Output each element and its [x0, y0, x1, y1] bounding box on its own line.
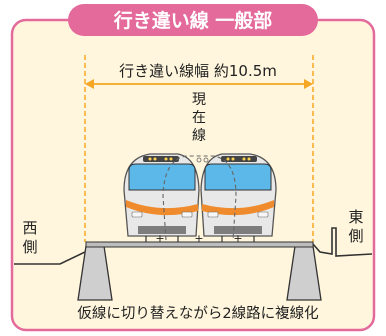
train-right [200, 153, 277, 242]
width-label: 行き違い線幅 約10.5m [119, 62, 277, 80]
header-title: 行き違い線 一般部 [113, 9, 273, 32]
west-label-char-1: 西 [22, 219, 37, 237]
train-left [123, 153, 200, 242]
west-label-char-2: 側 [22, 238, 37, 256]
deck-slab [85, 241, 314, 248]
existing-line-outline [162, 155, 237, 241]
center-label-char-2: 在 [192, 110, 206, 126]
track-centre-mark: + [194, 232, 203, 245]
track-centre-mark: + [155, 232, 164, 245]
existing-line-lamp [196, 157, 202, 163]
dimension-arrow-left [85, 79, 94, 89]
caption: 仮線に切り替えながら2線路に複線化 [77, 305, 318, 322]
dimension-arrow-right [304, 79, 313, 89]
track-centre-mark: + [233, 232, 242, 245]
ground-line [14, 227, 373, 265]
east-label-char-2: 側 [348, 227, 363, 245]
center-label-char-3: 線 [192, 128, 206, 144]
header-pill [68, 4, 318, 36]
center-label-char-1: 現 [192, 92, 206, 108]
existing-line-lamp [203, 157, 209, 163]
width-label-bg [100, 58, 296, 80]
east-label-char-1: 東 [348, 208, 363, 226]
